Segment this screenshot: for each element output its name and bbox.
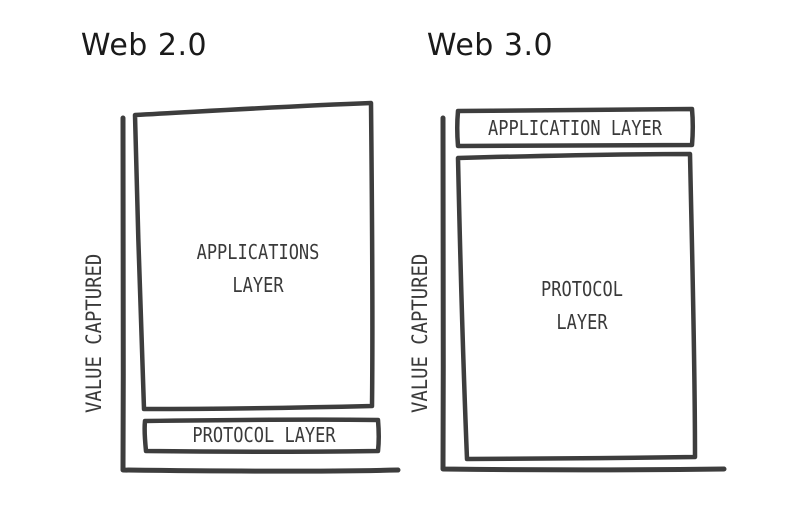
web3-y-axis-label: VALUE CAPTURED (408, 253, 432, 413)
web3-protocol-box (455, 151, 698, 462)
web3-protocol-label: PROTOCOL LAYER (490, 273, 674, 339)
web2-applications-label: APPLICATIONS LAYER (166, 236, 350, 302)
web2-protocol-box (142, 417, 381, 454)
web3-application-box (455, 106, 695, 149)
web2-axis (120, 115, 401, 474)
web2-y-axis-label: VALUE CAPTURED (82, 253, 106, 413)
web3-title: Web 3.0 (426, 28, 554, 63)
web3-application-label: APPLICATION LAYER (479, 112, 671, 145)
web2-diagram: Web 2.0 VALUE CAPTURED APPLICATIONS LAYE… (80, 28, 401, 474)
web3-axis (440, 115, 727, 473)
web3-application-label-line1: APPLICATION LAYER (487, 116, 662, 140)
web3-diagram: Web 3.0 VALUE CAPTURED APPLICATION LAYER… (400, 0, 800, 510)
web3-protocol-label-line1: PROTOCOL (541, 277, 623, 301)
web2-protocol-label-line1: PROTOCOL LAYER (192, 423, 336, 447)
web2-title: Web 2.0 (80, 28, 208, 63)
web3-protocol-label-line2: LAYER (556, 310, 608, 334)
web2-applications-box (132, 100, 375, 412)
web3-sketch (440, 106, 727, 473)
web2-sketch (120, 100, 401, 474)
web2-protocol-label: PROTOCOL LAYER (167, 419, 361, 452)
web2-applications-label-line1: APPLICATIONS (196, 240, 320, 264)
web2-applications-label-line2: LAYER (232, 273, 284, 297)
